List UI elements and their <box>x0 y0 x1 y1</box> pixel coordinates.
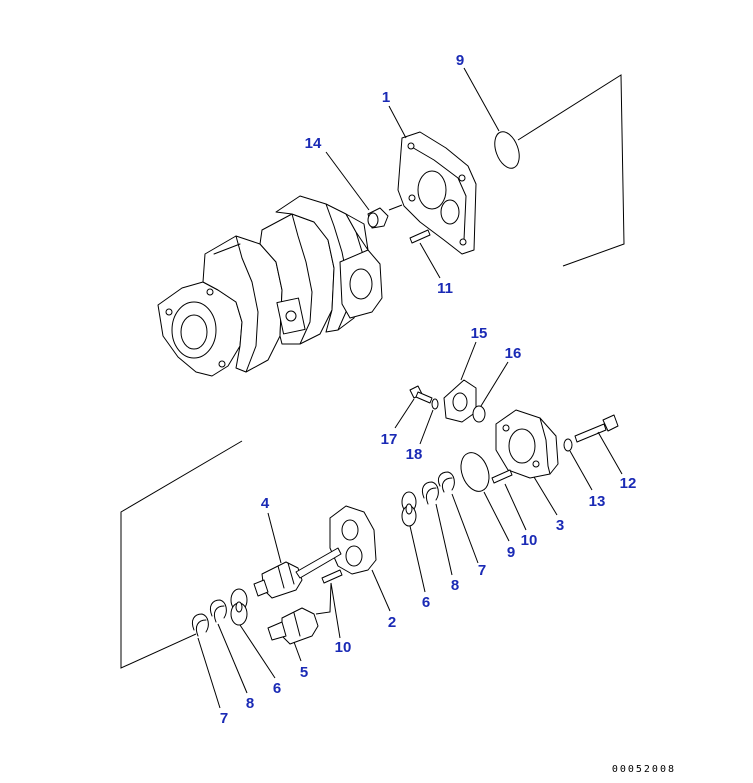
callout-label: 12 <box>620 475 637 492</box>
callout-label: 16 <box>505 345 522 362</box>
part-gear-bushing-left <box>230 588 248 626</box>
upper-assembly-boundary <box>517 74 625 267</box>
callout-label: 6 <box>273 680 281 697</box>
callout-label: 11 <box>437 280 453 297</box>
callout-label: 2 <box>388 614 396 631</box>
part-cover-plate <box>397 131 477 255</box>
callout-label: 7 <box>478 562 486 579</box>
part-flange <box>443 379 477 423</box>
callout-label: 15 <box>471 325 488 342</box>
callout-label: 6 <box>422 594 430 611</box>
part-o-ring-small <box>472 405 486 423</box>
callout-label: 5 <box>300 664 308 681</box>
callout-label: 17 <box>381 431 398 448</box>
part-bolt-long <box>574 414 619 443</box>
pump-body <box>157 195 383 377</box>
part-o-ring-lower <box>460 452 490 492</box>
callout-label: 18 <box>406 446 423 463</box>
part-dowel-pin-right <box>491 469 513 484</box>
lower-assembly-boundary <box>120 440 243 669</box>
callout-label: 8 <box>451 577 459 594</box>
callout-labels: 9 1 14 11 15 16 17 18 12 13 3 10 9 7 8 6… <box>220 52 637 727</box>
part-washer <box>563 438 573 452</box>
leader-lines <box>197 67 623 709</box>
callout-label: 10 <box>335 639 352 656</box>
callout-label: 13 <box>589 493 606 510</box>
part-bushing <box>367 207 389 229</box>
part-seal-ring-right <box>421 481 439 505</box>
callout-label: 8 <box>246 695 254 712</box>
drawing-number: 00052008 <box>612 764 676 775</box>
part-driven-gear <box>267 607 319 645</box>
part-dowel-pin-upper <box>409 229 431 244</box>
callout-label: 7 <box>220 710 228 727</box>
part-rear-cover <box>495 409 559 479</box>
callout-label: 10 <box>521 532 538 549</box>
part-seal-ring-left <box>209 599 227 623</box>
part-dowel-pin-center <box>321 569 343 584</box>
part-o-ring-upper <box>494 131 520 169</box>
callout-label: 1 <box>382 89 390 106</box>
part-washer-small <box>431 398 439 410</box>
callout-label: 3 <box>556 517 564 534</box>
part-gear-housing-plate <box>329 505 377 575</box>
part-backup-ring-right <box>437 471 455 493</box>
part-gear-bushing-right <box>401 491 417 527</box>
callout-label: 9 <box>507 544 515 561</box>
callout-label: 4 <box>261 495 270 512</box>
part-drive-gear <box>253 547 342 599</box>
callout-label: 9 <box>456 52 464 69</box>
part-backup-ring-left <box>191 613 209 637</box>
part-bolt-short <box>409 385 433 404</box>
callout-label: 14 <box>305 135 322 152</box>
